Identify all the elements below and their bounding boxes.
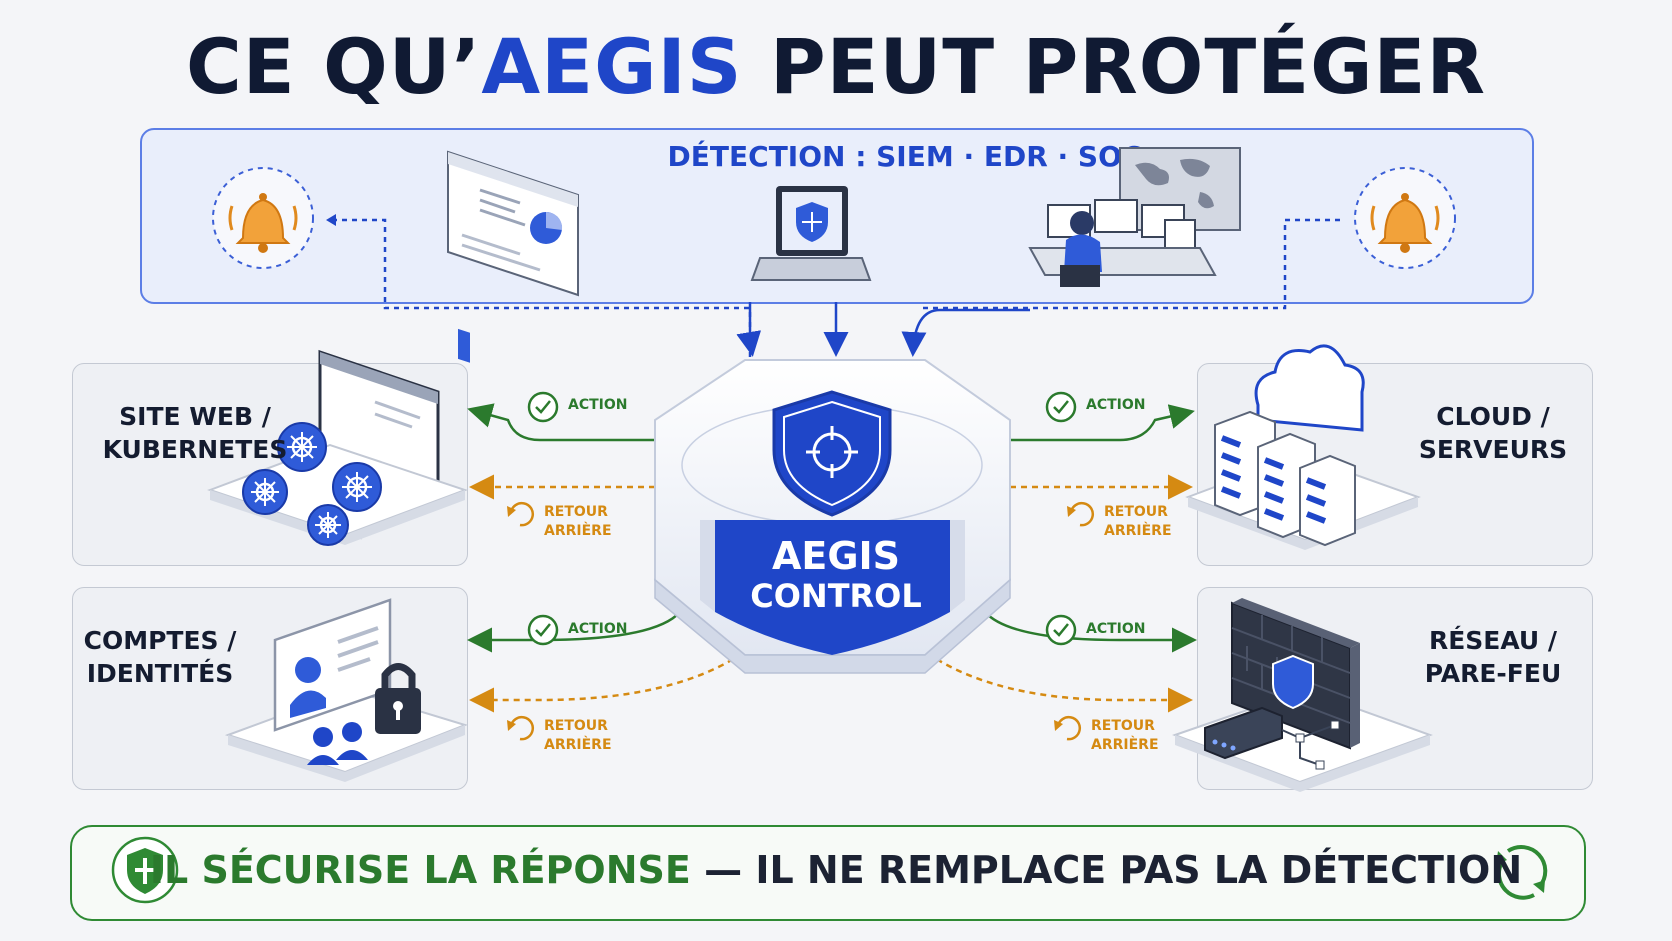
bottom-part1: IL SÉCURISE LA RÉPONSE [149, 848, 691, 892]
label-accounts-line1: COMPTES / [83, 626, 237, 655]
action-label: ACTION [1086, 397, 1146, 413]
label-accounts-identities: COMPTES / IDENTITÉS [50, 624, 270, 690]
cloud-icon [1254, 344, 1365, 432]
action-label: ACTION [568, 397, 628, 413]
rollback-label: RETOUR ARRIÈRE [544, 503, 612, 541]
rollback-line1: RETOUR [544, 718, 608, 734]
refresh-icon [507, 715, 535, 741]
label-web-line1: SITE WEB / [119, 402, 271, 431]
laptop-shield-icon [750, 186, 872, 281]
rollback-line2: ARRIÈRE [1104, 523, 1172, 539]
bottom-dash: — [690, 848, 756, 892]
action-flow-web [467, 403, 660, 442]
title-part1: CE QU’ [186, 22, 482, 111]
refresh-icon [507, 501, 535, 527]
title-part2: PEUT PROTÉGER [742, 22, 1486, 111]
rollback-line2: ARRIÈRE [544, 737, 612, 753]
rollback-label: RETOUR ARRIÈRE [1104, 503, 1172, 541]
identity-card-icon [273, 598, 392, 732]
bell-icon [212, 167, 314, 269]
rollback-line1: RETOUR [544, 504, 608, 520]
label-cloud-servers: CLOUD / SERVEURS [1383, 400, 1603, 466]
action-label: ACTION [1086, 621, 1146, 637]
bottom-part2: IL NE REMPLACE PAS LA DÉTECTION [755, 848, 1523, 892]
center-line2: CONTROL [750, 577, 922, 615]
check-circle-icon [527, 391, 559, 423]
label-cloud-line1: CLOUD / [1436, 402, 1550, 431]
kubernetes-icon [277, 422, 327, 472]
rollback-line1: RETOUR [1104, 504, 1168, 520]
refresh-icon [1054, 715, 1082, 741]
bottom-statement: IL SÉCURISE LA RÉPONSE — IL NE REMPLACE … [0, 848, 1672, 892]
action-label: ACTION [568, 621, 628, 637]
label-web-line2: KUBERNETES [102, 435, 288, 464]
detection-arrow-right [901, 308, 1030, 357]
refresh-icon [1067, 501, 1095, 527]
label-accounts-line2: IDENTITÉS [86, 659, 234, 688]
dashboard-icon [447, 150, 579, 363]
center-line1: AEGIS [771, 534, 901, 578]
padlock-icon [375, 663, 421, 734]
rollback-label: RETOUR ARRIÈRE [544, 717, 612, 755]
action-flow-cloud [1005, 404, 1195, 442]
label-network-line2: PARE-FEU [1424, 659, 1562, 688]
rollback-line1: RETOUR [1091, 718, 1155, 734]
label-cloud-line2: SERVEURS [1418, 435, 1568, 464]
rollback-label: RETOUR ARRIÈRE [1091, 717, 1159, 755]
bottom-banner [70, 825, 1586, 921]
page-title: CE QU’AEGIS PEUT PROTÉGER [0, 22, 1672, 111]
cycle-arrows-icon [1496, 845, 1548, 900]
rollback-line2: ARRIÈRE [544, 523, 612, 539]
rollback-line2: ARRIÈRE [1091, 737, 1159, 753]
label-network-line1: RÉSEAU / [1428, 626, 1558, 655]
title-accent: AEGIS [481, 22, 743, 111]
check-circle-icon [1045, 391, 1077, 423]
label-web-kubernetes: SITE WEB / KUBERNETES [85, 400, 305, 466]
router-icon [1204, 706, 1340, 770]
detection-arrow-left [736, 302, 762, 357]
kubernetes-icon [242, 469, 288, 515]
check-circle-icon [527, 614, 559, 646]
soc-operator-icon [1028, 147, 1241, 287]
users-icon [307, 722, 368, 765]
kubernetes-icon [307, 504, 349, 546]
shield-target-icon [772, 390, 892, 517]
bell-icon [1354, 167, 1456, 269]
aegis-control-label: AEGIS CONTROL [680, 535, 992, 615]
server-icon [1299, 454, 1356, 547]
detection-title: DÉTECTION : SIEM · EDR · SOC [667, 140, 1143, 173]
label-network-firewall: RÉSEAU / PARE-FEU [1383, 624, 1603, 690]
check-circle-icon [1045, 614, 1077, 646]
shield-cross-icon [111, 836, 179, 904]
kubernetes-icon [332, 462, 382, 512]
